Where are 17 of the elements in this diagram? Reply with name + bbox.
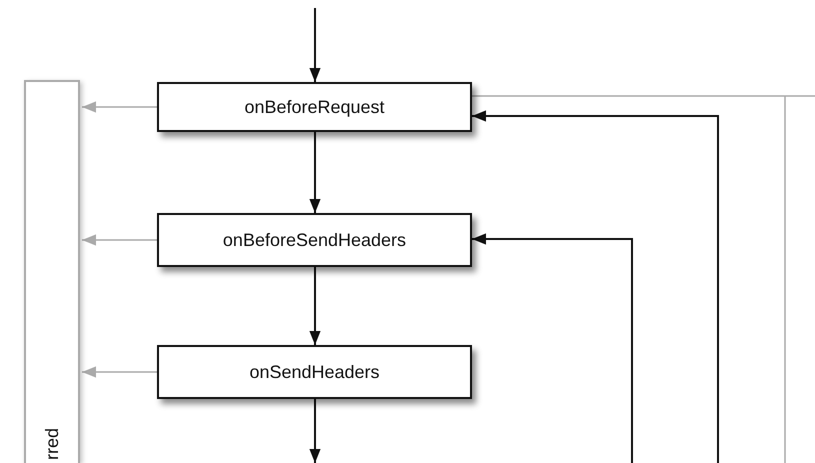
arrow: [82, 234, 157, 246]
event-label: onBeforeRequest: [244, 96, 385, 118]
event-label: onSendHeaders: [249, 362, 380, 382]
event-box: [157, 345, 472, 399]
arrow: [472, 110, 719, 463]
arrow: [309, 132, 321, 213]
arrow: [82, 101, 157, 113]
arrow: [472, 233, 633, 463]
error-box: [24, 80, 80, 463]
event-box: [157, 213, 472, 267]
arrow: [82, 366, 157, 378]
arrow: [309, 267, 321, 345]
event-label: rred: [42, 428, 62, 460]
event-label: onBeforeSendHeaders: [222, 230, 406, 250]
event-box: [157, 82, 472, 132]
arrow: [309, 399, 321, 463]
arrow: [309, 8, 321, 82]
